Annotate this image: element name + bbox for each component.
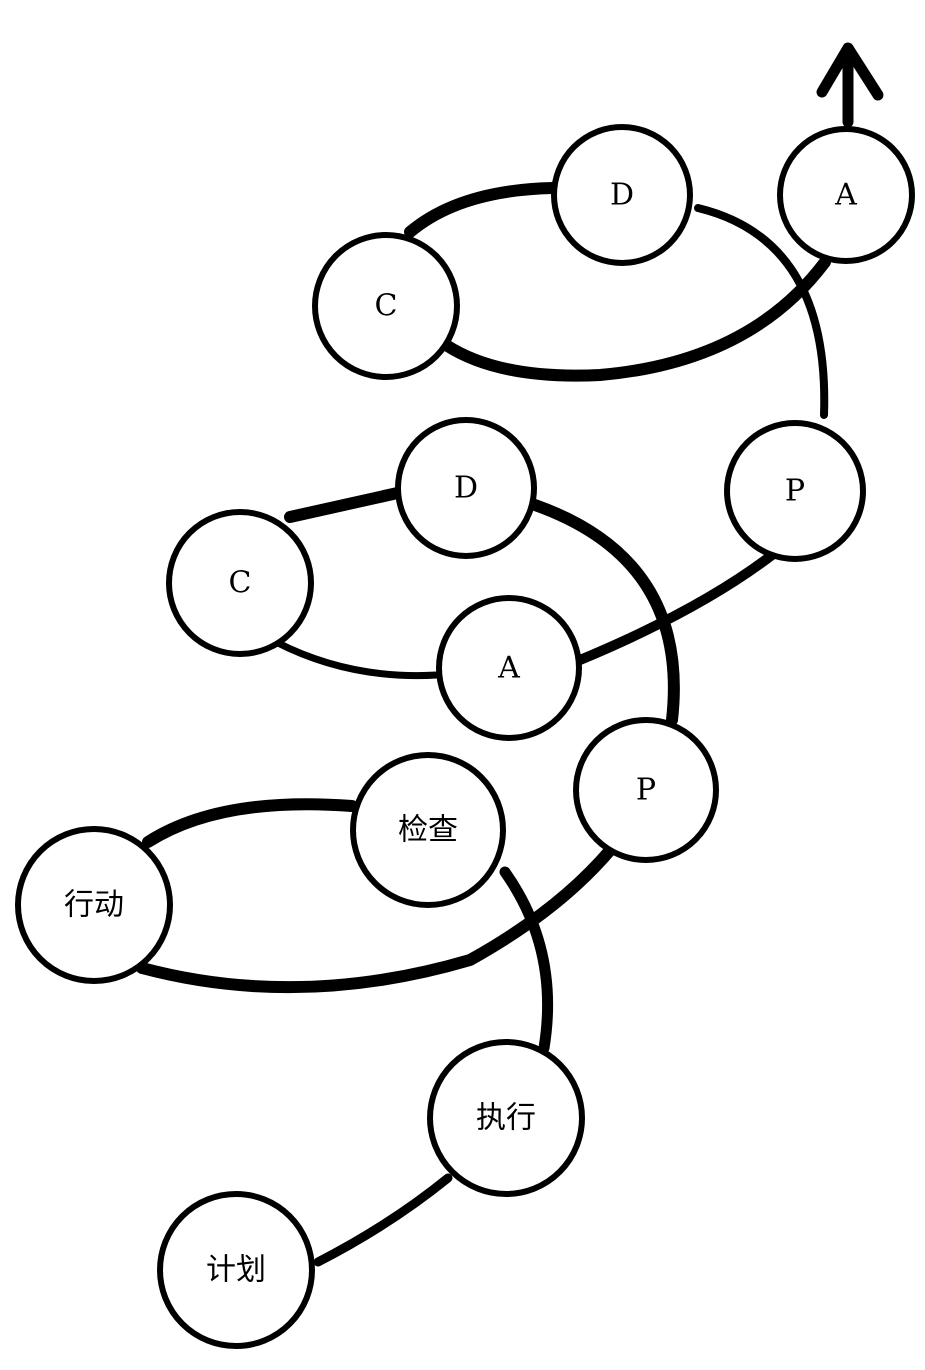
node-circle — [724, 420, 866, 562]
node-do-1: 执行 — [427, 1039, 585, 1197]
node-circle — [157, 1191, 315, 1349]
node-circle — [312, 232, 460, 380]
connector-plan-do — [313, 1173, 453, 1267]
connector-d3-c3 — [404, 182, 559, 238]
node-label: 执行 — [476, 1101, 536, 1136]
node-d-3: D — [551, 124, 693, 266]
node-a-2: A — [436, 595, 582, 741]
connector-c3-a3 — [440, 256, 831, 382]
spiral-path — [136, 42, 884, 1267]
node-a-3: A — [777, 126, 915, 264]
node-circle — [350, 752, 506, 908]
node-p-2: P — [573, 717, 719, 863]
connector-c2-a2 — [272, 638, 441, 680]
node-circle — [551, 124, 693, 266]
node-circle — [166, 509, 314, 657]
node-c-2: C — [166, 509, 314, 657]
node-check-1: 检查 — [350, 752, 506, 908]
node-label: D — [454, 471, 478, 506]
node-plan-1: 计划 — [157, 1191, 315, 1349]
node-circle — [777, 126, 915, 264]
node-p-3: P — [724, 420, 866, 562]
node-label: 行动 — [64, 888, 124, 923]
connector-p2-d2 — [529, 499, 680, 726]
node-label: 计划 — [206, 1253, 266, 1288]
connector-a2-p3 — [575, 550, 777, 665]
node-label: A — [497, 651, 520, 686]
node-label: C — [229, 566, 252, 601]
node-d-2: D — [395, 417, 537, 559]
node-circle — [395, 417, 537, 559]
connector-check-act — [142, 798, 358, 848]
connector-d2-c2 — [284, 486, 408, 523]
node-act-1: 行动 — [15, 826, 173, 984]
node-circle — [573, 717, 719, 863]
node-label: D — [610, 178, 634, 213]
node-circle — [15, 826, 173, 984]
connector-do-check — [499, 866, 554, 1054]
node-label: P — [636, 773, 656, 808]
node-label: A — [834, 178, 857, 213]
node-label: P — [785, 474, 805, 509]
node-circle — [427, 1039, 585, 1197]
node-c-3: C — [312, 232, 460, 380]
node-label: 检查 — [398, 813, 458, 848]
node-label: C — [375, 289, 398, 324]
up-arrow-icon — [816, 42, 884, 101]
connector-p3-d3 — [694, 204, 829, 419]
node-circle — [436, 595, 582, 741]
connector-act-p2 — [136, 842, 618, 994]
